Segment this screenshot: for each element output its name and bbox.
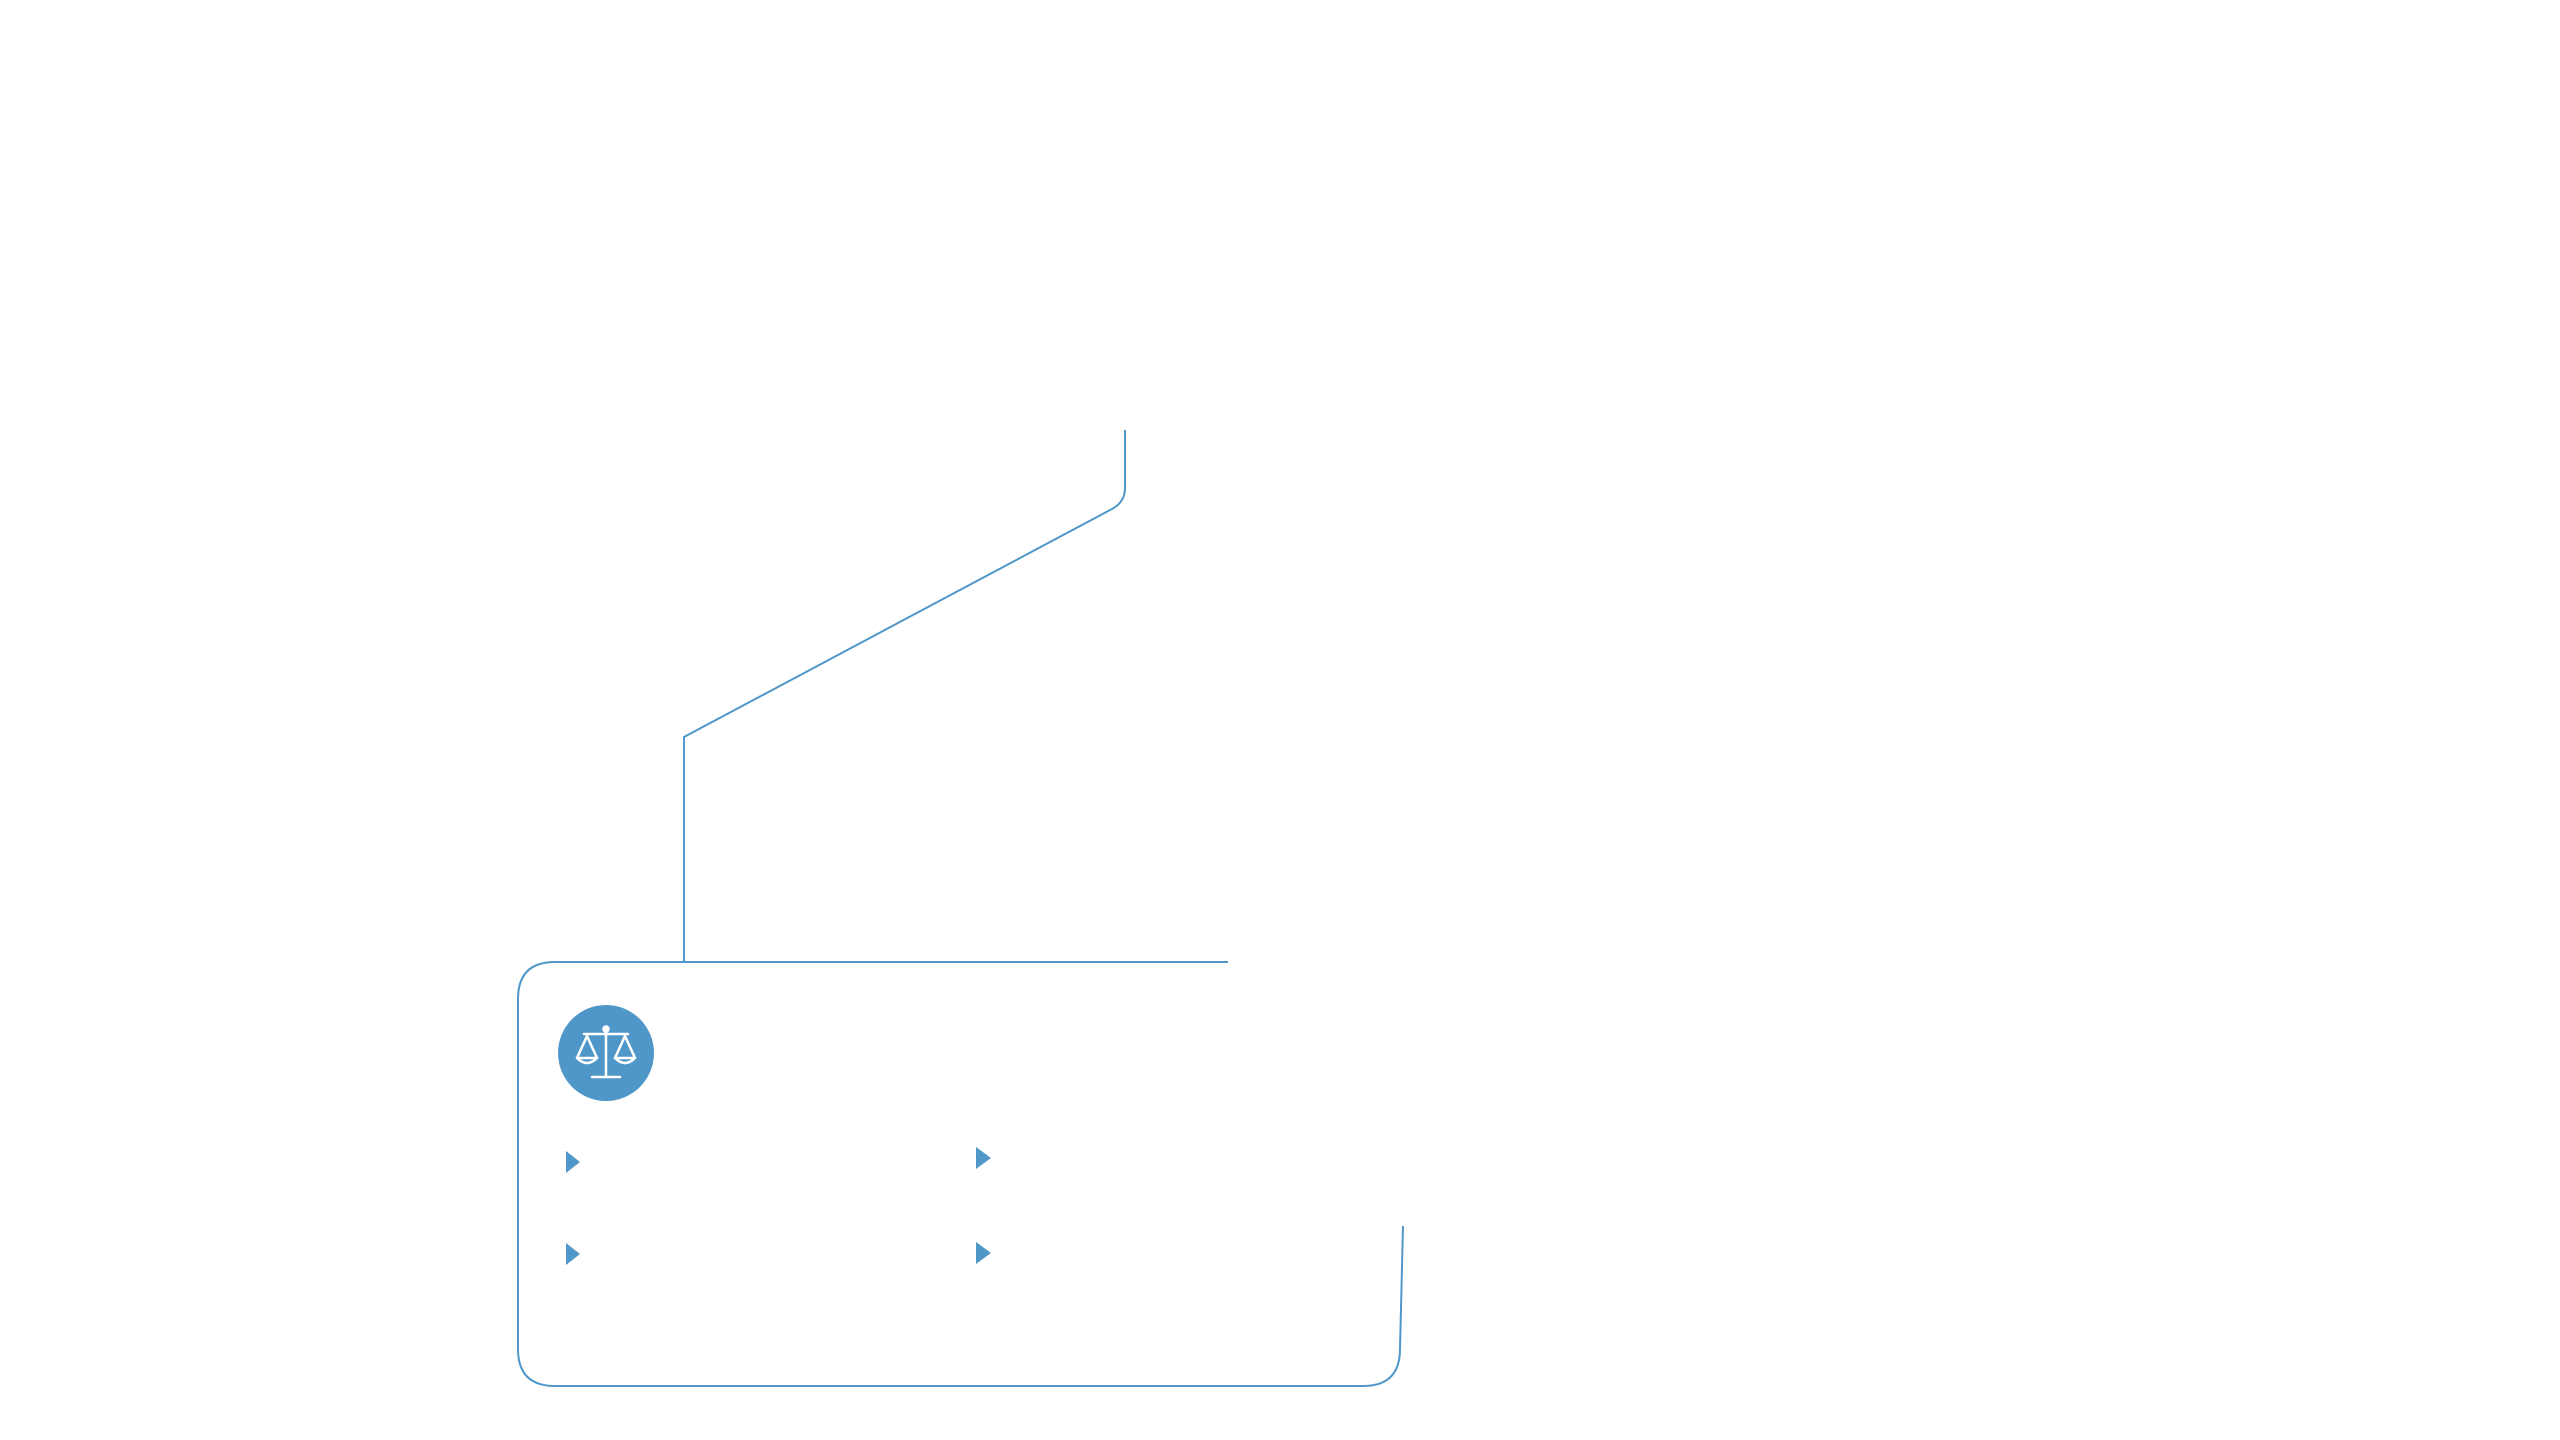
triangle-right-icon <box>976 1147 991 1169</box>
triangle-right-icon <box>566 1243 580 1265</box>
triangle-right-icon <box>976 1242 991 1264</box>
bullet-item-1 <box>566 1151 580 1173</box>
bullet-item-2 <box>976 1147 991 1169</box>
card-outline <box>517 961 1404 1387</box>
triangle-right-icon <box>566 1151 580 1173</box>
balance-scale-icon <box>558 1005 654 1101</box>
bullet-item-3 <box>566 1243 580 1265</box>
bullet-item-4 <box>976 1242 991 1264</box>
connector-line <box>683 430 1126 962</box>
